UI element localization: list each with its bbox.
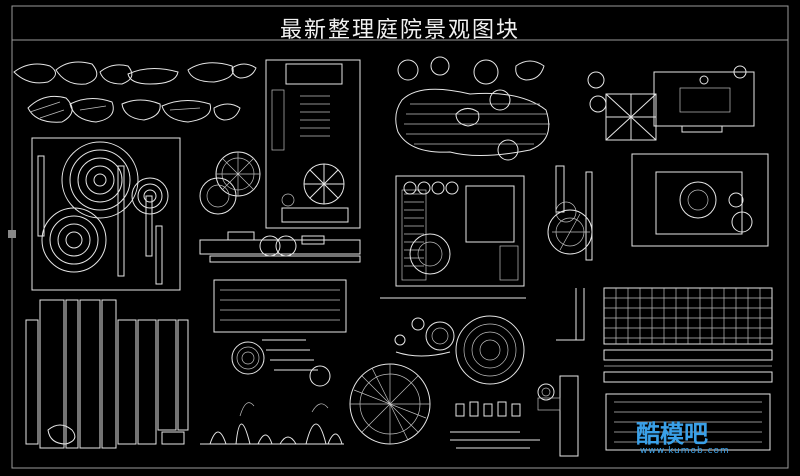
stepping-stones-block [450, 383, 555, 449]
pond-islands-block [395, 56, 550, 161]
deck-plan-block [395, 175, 525, 287]
title-frame [8, 5, 789, 469]
tree-symbols-block [199, 151, 261, 215]
wood-deck-block [25, 299, 189, 449]
pavilion-plan-block [587, 65, 769, 247]
watermark-url: www.kumob.com [640, 446, 730, 456]
wall-section-block [537, 288, 585, 457]
shrub-elevation-block [547, 165, 593, 261]
planter-paving-block [213, 279, 347, 387]
rock-stones-block [13, 61, 257, 123]
stepping-path-block [199, 231, 361, 263]
paving-grid-block [603, 287, 773, 451]
tree-canopy-block [349, 363, 431, 445]
watermark-logo: 酷模吧 [636, 420, 708, 448]
grass-elevation-block [200, 402, 344, 445]
round-paving-block [380, 297, 526, 385]
zen-garden-circles-block [31, 137, 181, 291]
drawing-title: 最新整理庭院景观图块 [279, 18, 520, 43]
courtyard-plan-block [265, 59, 361, 229]
